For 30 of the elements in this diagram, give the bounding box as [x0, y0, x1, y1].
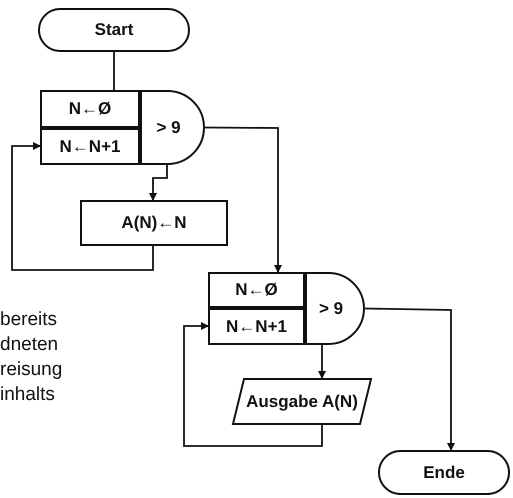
text-fragment: inhalts	[0, 385, 55, 404]
node-text: N←N+1	[226, 316, 287, 338]
node-text: > 9	[318, 298, 344, 320]
node-text: > 9	[156, 116, 181, 139]
terminal-shape	[38, 8, 190, 52]
loop-condition-shape	[140, 90, 205, 165]
loop-condition-shape	[305, 272, 365, 345]
node-text: A(N)←N	[121, 212, 187, 234]
output-parallelogram	[232, 378, 372, 425]
terminal-shape	[378, 450, 510, 495]
node-text: N←Ø	[235, 279, 278, 302]
text-fragment: dneten	[0, 335, 58, 354]
node-text: Start	[94, 19, 134, 42]
process-box	[208, 272, 305, 308]
process-box	[40, 90, 140, 128]
arrow	[205, 126, 282, 273]
process-box	[40, 128, 140, 165]
text-fragment: bereits	[0, 310, 58, 329]
arrow	[364, 308, 455, 451]
text-fragment: reisung	[0, 360, 62, 379]
node-text: Ende	[423, 462, 465, 484]
node-text: Ausgabe A(N)	[246, 390, 358, 413]
process-box	[208, 308, 305, 345]
arrow	[318, 345, 326, 379]
process-box	[80, 200, 228, 246]
arrow	[149, 165, 168, 201]
arrow	[11, 142, 154, 271]
node-text: N←N+1	[60, 136, 120, 158]
arrow	[183, 322, 323, 447]
node-text: N←Ø	[68, 98, 112, 120]
